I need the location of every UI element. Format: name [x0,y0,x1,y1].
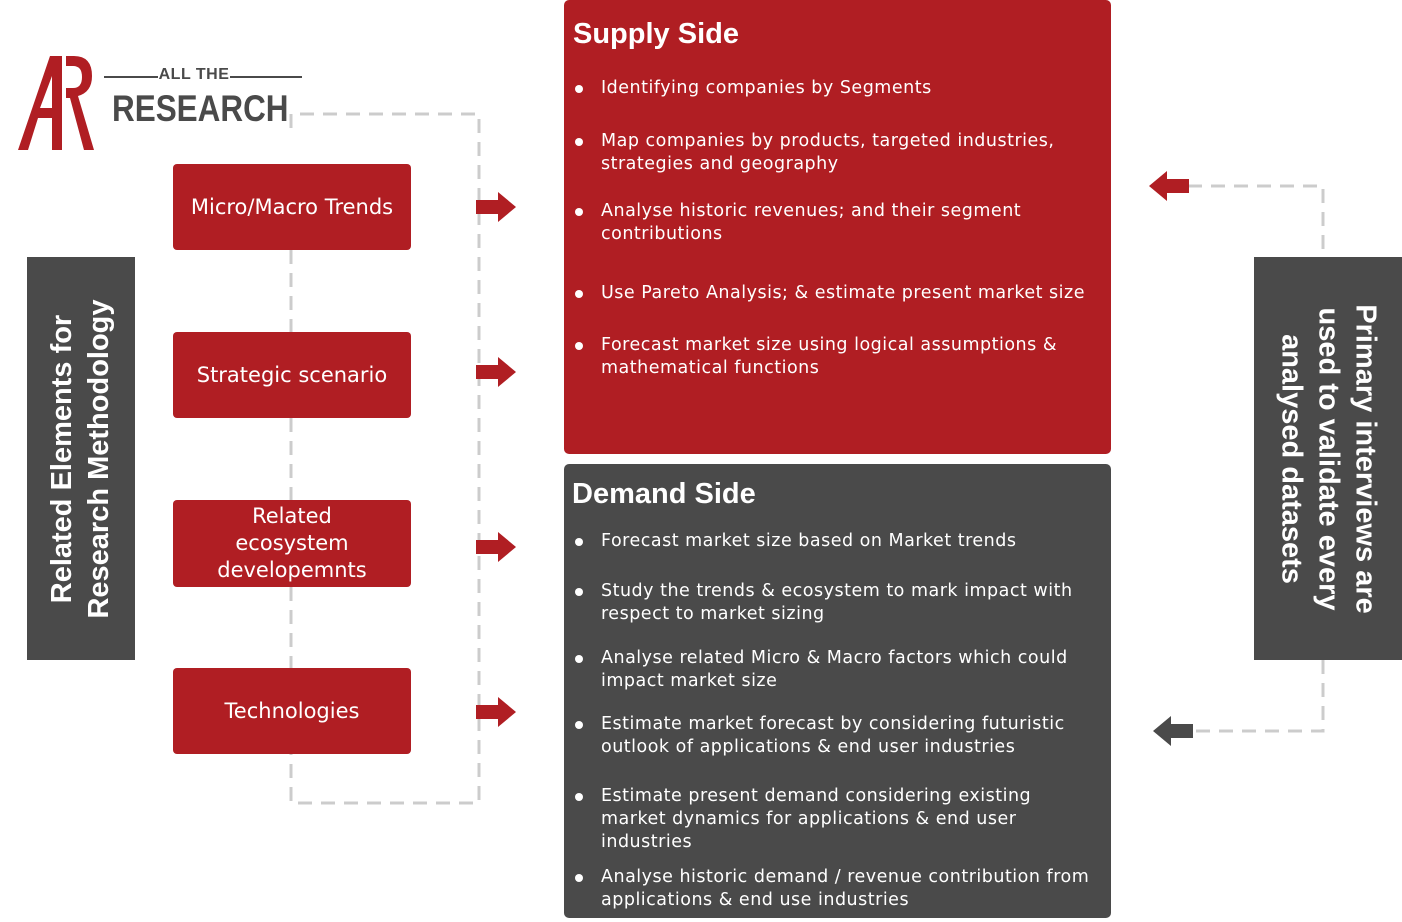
related-elements-panel: Related Elements for Research Methodolog… [27,257,135,660]
left-bracket-connector [289,112,481,805]
demand-bullet: Analyse historic demand / revenue contri… [575,866,1091,912]
element-box-technologies: Technologies [173,668,411,754]
element-box-strategic-scenario: Strategic scenario [173,332,411,418]
related-elements-line-1: Related Elements for [46,314,78,603]
related-elements-label: Related Elements for Research Methodolog… [44,299,118,618]
arrow-right-icon [476,532,516,562]
element-box-micro-macro-trends: Micro/Macro Trends [173,164,411,250]
primary-interviews-line-2: used to validate every [1312,306,1345,611]
demand-bullet: Analyse related Micro & Macro factors wh… [575,647,1091,693]
primary-interviews-label: Primary interviews are used to validate … [1273,304,1384,614]
logo-wordmark: RESEARCH [112,88,289,129]
demand-side-panel: Demand Side Forecast market size based o… [564,464,1111,918]
arrow-right-icon [476,192,516,222]
arrow-left-icon [1153,716,1193,746]
supply-side-panel: Supply Side Identifying companies by Seg… [564,0,1111,454]
arrow-left-icon [1149,171,1189,201]
arrow-right-icon [476,357,516,387]
right-bottom-connector [1192,660,1325,733]
related-elements-line-2: Research Methodology [83,298,115,619]
supply-bullet: Map companies by products, targeted indu… [575,130,1091,176]
demand-bullet: Estimate present demand considering exis… [575,785,1095,854]
supply-bullet: Identifying companies by Segments [575,77,1091,100]
demand-bullet: Study the trends & ecosystem to mark imp… [575,580,1091,626]
logo-mark-icon [18,56,94,150]
right-top-connector [1188,184,1325,257]
primary-interviews-line-1: Primary interviews are [1349,303,1382,614]
demand-bullet: Estimate market forecast by considering … [575,713,1091,759]
primary-interviews-line-3: analysed datasets [1275,333,1308,584]
demand-bullet: Forecast market size based on Market tre… [575,530,1091,553]
arrow-right-icon [476,697,516,727]
element-box-ecosystem-developments: Related ecosystem developemnts [173,500,411,587]
supply-bullet: Analyse historic revenues; and their seg… [575,200,1091,246]
supply-bullet: Use Pareto Analysis; & estimate present … [575,282,1091,305]
supply-side-title: Supply Side [573,18,739,50]
demand-side-title: Demand Side [572,478,756,510]
supply-bullet: Forecast market size using logical assum… [575,334,1091,380]
logo-tagline: ALL THE [158,66,230,84]
primary-interviews-panel: Primary interviews are used to validate … [1254,257,1402,660]
